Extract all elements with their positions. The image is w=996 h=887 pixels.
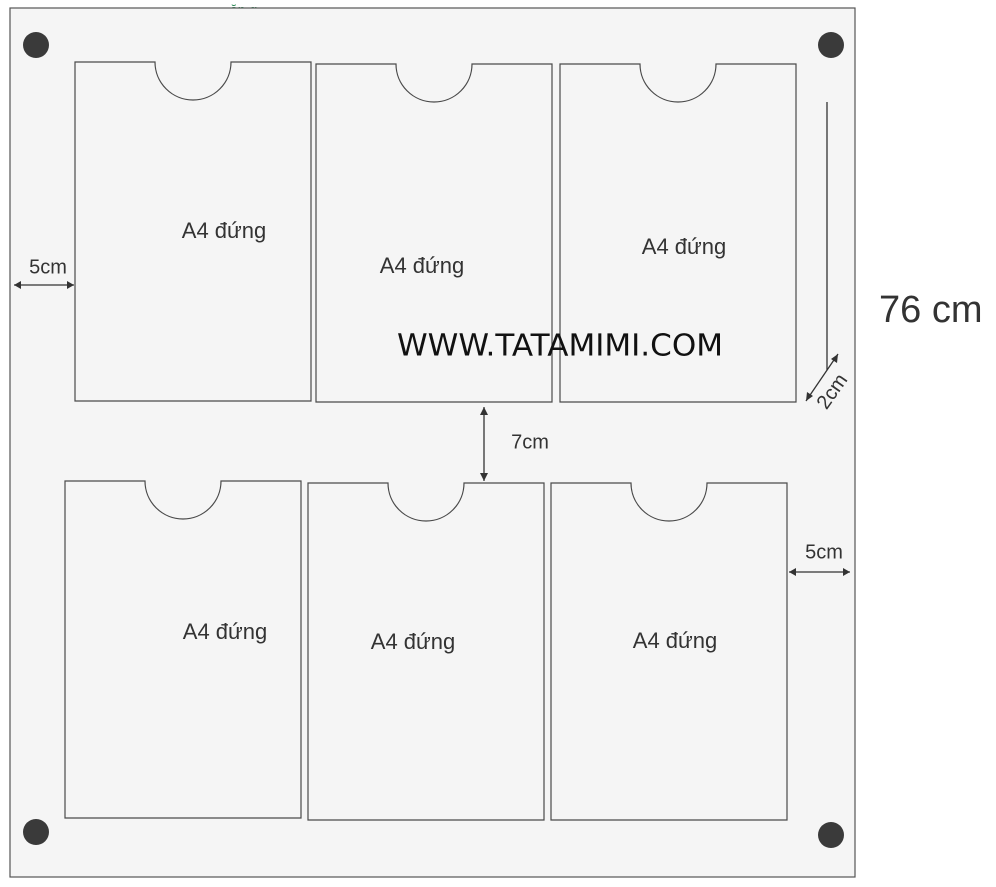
watermark: WWW.TATAMIMI.COM [397,329,723,364]
row-gap-label: 7cm [511,431,549,453]
left-margin-dimension [14,281,74,289]
pocket-1-label: A4 đứng [182,218,266,243]
screw-top-left [23,32,49,58]
pocket-4 [64,480,302,819]
screw-top-right [818,32,844,58]
right-margin-label: 5cm [805,541,843,563]
pocket-2 [315,63,553,403]
row-gap-dimension [480,407,488,481]
pocket-2-label: A4 đứng [380,253,464,278]
screw-bottom-left [23,819,49,845]
pocket-4-label: A4 đứng [183,619,267,644]
left-margin-label: 5cm [29,256,67,278]
pocket-6 [550,482,788,821]
pocket-3 [559,63,797,403]
pocket-1 [74,61,312,402]
screw-bottom-right [818,822,844,848]
pocket-3-label: A4 đứng [642,234,726,259]
pocket-5 [307,482,545,821]
pocket-gap-dimension [805,353,839,402]
right-margin-dimension [789,568,850,576]
pocket-6-label: A4 đứng [633,628,717,653]
height-label: 76 cm [879,289,982,331]
pocket-5-label: A4 đứng [371,629,455,654]
